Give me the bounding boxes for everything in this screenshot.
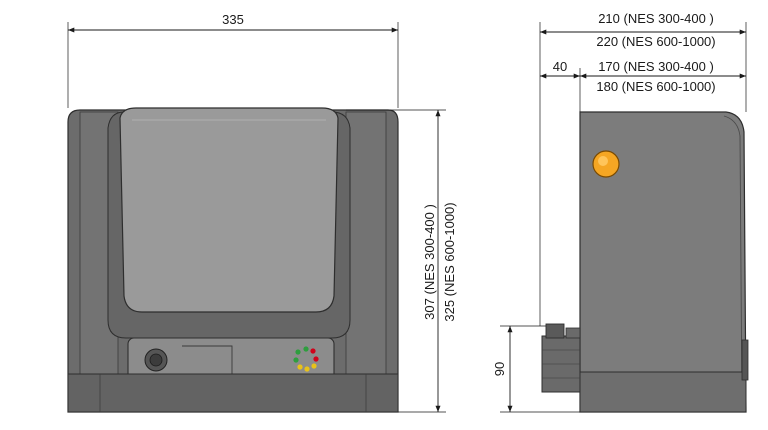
front-view (67, 107, 399, 413)
front-cover (119, 107, 339, 313)
dim-base-height: 90 (492, 325, 580, 413)
release-knob-highlight (598, 156, 608, 166)
side-base (579, 371, 747, 413)
led-green-icon (293, 357, 299, 363)
dim-front-width-label: 335 (222, 12, 244, 27)
led-green-icon (303, 346, 309, 352)
led-green-icon (295, 349, 301, 355)
front-right-pillar (345, 111, 387, 411)
dim-height-line2: 325 (NES 600-1000) (442, 202, 457, 321)
side-rear-edge (723, 115, 743, 413)
dim-side-body-line2: 180 (NES 600-1000) (596, 79, 715, 94)
side-vent (741, 339, 749, 381)
front-base (67, 373, 399, 413)
led-red-icon (310, 348, 316, 354)
dim-height-line1: 307 (NES 300-400 ) (422, 204, 437, 320)
led-yellow-icon (311, 363, 317, 369)
dim-side-total-line1: 210 (NES 300-400 ) (598, 11, 714, 26)
dim-side-offset: 40 (553, 59, 567, 74)
dim-side-body-line1: 170 (NES 300-400 ) (598, 59, 714, 74)
pinion-collar (565, 327, 581, 339)
dim-front-width: 335 (67, 12, 399, 108)
dim-side-total-line2: 220 (NES 600-1000) (596, 34, 715, 49)
dim-base-height-label: 90 (492, 362, 507, 376)
pinion-shaft (545, 323, 565, 339)
side-view (541, 111, 749, 413)
led-yellow-icon (304, 366, 310, 372)
key-lock-core (149, 353, 163, 367)
side-body (579, 111, 747, 413)
dim-front-height: 307 (NES 300-400 ) 325 (NES 600-1000) (346, 109, 457, 413)
dim-side-total: 210 (NES 300-400 ) 220 (NES 600-1000) (539, 11, 747, 326)
led-yellow-icon (297, 364, 303, 370)
status-led-cluster (293, 346, 319, 372)
dim-side-split: 40 170 (NES 300-400 ) 180 (NES 600-1000) (540, 59, 746, 112)
led-red-icon (313, 356, 319, 362)
